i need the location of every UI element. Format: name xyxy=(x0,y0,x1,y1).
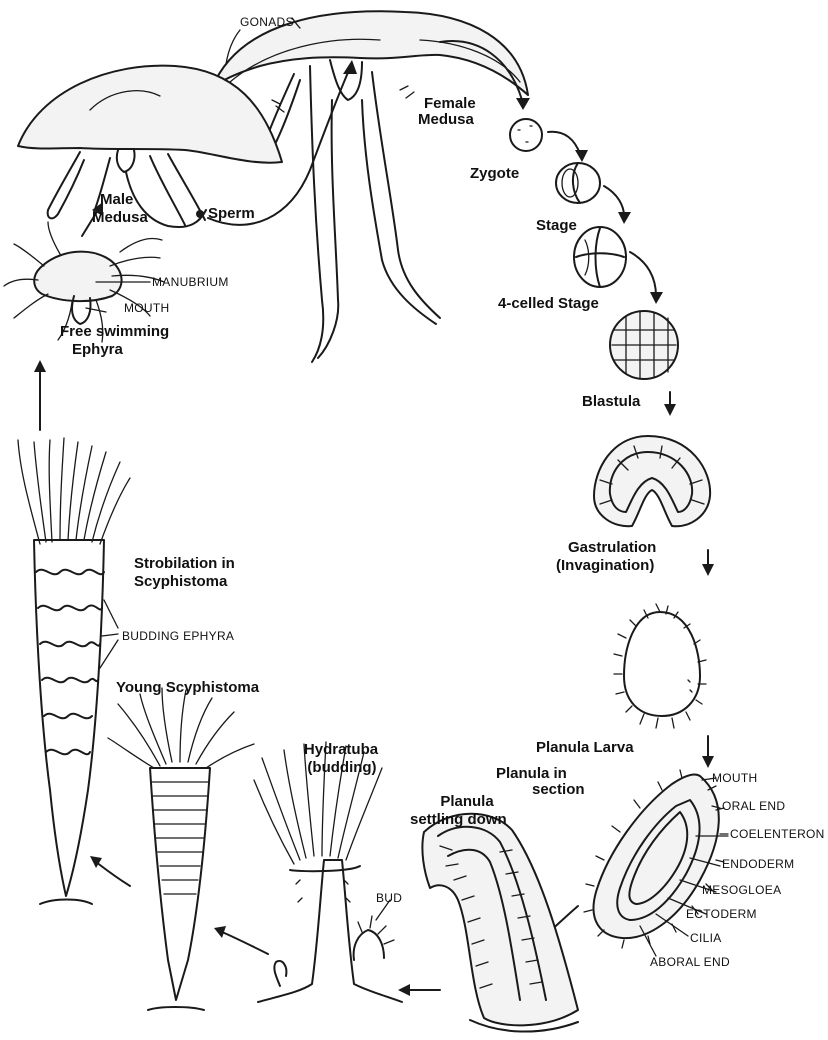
label-ectoderm: ECTODERM xyxy=(686,908,757,921)
label-mouth-planula: MOUTH xyxy=(712,772,758,785)
label-hydratuba-line2: (budding) xyxy=(302,760,382,776)
label-gonads: GONADS xyxy=(240,16,294,29)
label-planula-larva: Planula Larva xyxy=(536,740,634,756)
label-four-celled-stage: 4-celled Stage xyxy=(498,296,599,312)
arrow-strobila-to-ephyra xyxy=(34,360,46,430)
young-scyphistoma-drawing xyxy=(108,688,254,1010)
arrow-larva-to-section xyxy=(702,736,714,768)
arrow-2cell-to-4cell xyxy=(604,186,631,224)
blastula-drawing xyxy=(610,311,678,379)
label-endoderm: ENDODERM xyxy=(722,858,794,871)
label-strobilation-line1: Strobilation in xyxy=(134,556,235,572)
label-free-swimming-line2: Ephyra xyxy=(72,342,123,358)
label-female-medusa-line1: Female xyxy=(424,96,476,112)
arrow-zygote-to-2cell xyxy=(548,132,588,162)
label-mesogloea: MESOGLOEA xyxy=(702,884,781,897)
strobila-drawing xyxy=(18,438,130,904)
label-young-scyphistoma: Young Scyphistoma xyxy=(116,680,259,696)
label-oral-end: ORAL END xyxy=(722,800,785,813)
label-strobilation-line2: Scyphistoma xyxy=(134,574,227,590)
planula-settling-drawing xyxy=(422,814,578,1032)
arrow-settling-to-hydratuba xyxy=(398,984,440,996)
label-mouth-ephyra: MOUTH xyxy=(124,302,170,315)
arrow-4cell-to-blastula xyxy=(630,252,663,304)
label-planula-settling-line2: settling down xyxy=(410,812,507,828)
label-blastula: Blastula xyxy=(582,394,640,410)
male-medusa-drawing xyxy=(18,66,282,227)
female-medusa-drawing xyxy=(212,11,528,362)
arrow-blastula-to-gastrula xyxy=(664,392,676,416)
gastrula-drawing xyxy=(594,436,710,526)
label-stage: Stage xyxy=(536,218,577,234)
label-gastrulation-line2: (Invagination) xyxy=(556,558,654,574)
arrow-hydratuba-to-young xyxy=(214,926,268,954)
label-male-medusa-line2: Medusa xyxy=(92,210,148,226)
label-cilia: CILIA xyxy=(690,932,722,945)
hydratuba-drawing xyxy=(254,742,402,1002)
planula-section-drawing xyxy=(584,770,728,948)
label-planula-section-line1: Planula in xyxy=(496,766,567,782)
label-gastrulation-line1: Gastrulation xyxy=(568,540,656,556)
planula-larva-drawing xyxy=(614,604,706,728)
label-free-swimming-line1: Free swimming xyxy=(60,324,169,340)
label-zygote: Zygote xyxy=(470,166,519,182)
label-sperm: Sperm xyxy=(208,206,255,222)
arrow-gastrula-to-planula xyxy=(702,550,714,576)
label-bud: BUD xyxy=(376,892,402,905)
label-manubrium: MANUBRIUM xyxy=(152,276,229,289)
zygote-drawing xyxy=(510,119,542,151)
label-male-medusa-line1: Male xyxy=(100,192,133,208)
label-coelenteron: COELENTERON xyxy=(730,828,825,841)
label-planula-settling-line1: Planula xyxy=(432,794,502,810)
label-budding-ephyra: BUDDING EPHYRA xyxy=(122,630,234,643)
arrow-young-to-strobila xyxy=(90,856,130,886)
label-aboral-end: ABORAL END xyxy=(650,956,730,969)
label-female-medusa-line2: Medusa xyxy=(418,112,474,128)
four-cell-stage-drawing xyxy=(574,227,626,287)
label-planula-section-line2: section xyxy=(532,782,585,798)
two-cell-stage-drawing xyxy=(556,163,600,203)
label-hydratuba-line1: Hydratuba xyxy=(296,742,386,758)
